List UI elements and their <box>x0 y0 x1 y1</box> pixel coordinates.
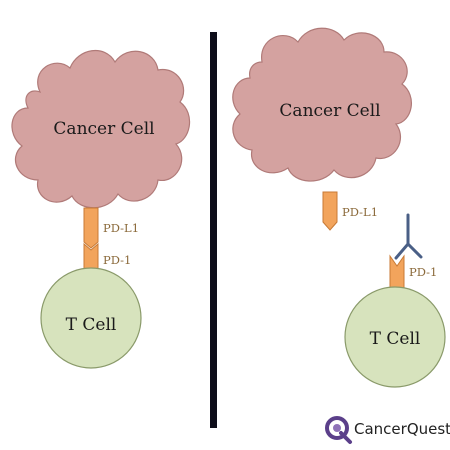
left-panel: Cancer Cell PD-L1 PD-1 T Cell <box>11 49 191 369</box>
cancerquest-logo-text: CancerQuest <box>354 420 450 438</box>
right-t-cell-label: T Cell <box>370 329 421 349</box>
right-cancer-cell-label: Cancer Cell <box>279 101 380 121</box>
left-cancer-cell-label: Cancer Cell <box>53 119 154 139</box>
left-t-cell <box>40 267 142 369</box>
cancerquest-logo-icon <box>325 416 352 444</box>
left-cancer-cell <box>11 49 191 209</box>
left-pd1-label: PD-1 <box>103 253 131 267</box>
right-cancer-cell <box>232 27 412 182</box>
cancerquest-logo: CancerQuest <box>325 416 450 444</box>
left-pdl1-protein <box>83 207 99 249</box>
right-panel: Cancer Cell PD-L1 PD-1 T Cell <box>232 27 446 388</box>
center-divider <box>210 32 217 428</box>
left-t-cell-label: T Cell <box>66 315 117 335</box>
antibody-icon <box>394 213 423 260</box>
right-pd1-label: PD-1 <box>409 265 437 279</box>
right-pd1-protein <box>389 254 405 291</box>
left-pdl1-label: PD-L1 <box>103 221 139 235</box>
left-pd1-protein <box>83 242 99 271</box>
right-pdl1-label: PD-L1 <box>342 205 378 219</box>
right-t-cell <box>344 286 446 388</box>
right-pdl1-protein <box>322 191 338 231</box>
